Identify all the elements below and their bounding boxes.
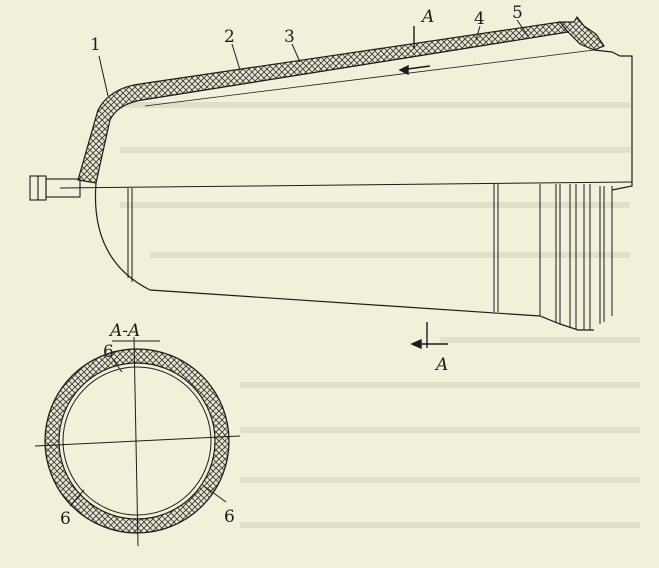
- axis-line: [59, 181, 633, 189]
- body-section-lines: [127, 184, 613, 330]
- leader-lines: [98, 19, 529, 97]
- label-2: 2: [224, 27, 235, 47]
- right-end-face: [593, 49, 633, 191]
- section-marker-top: [398, 26, 431, 76]
- label-6-right: 6: [224, 507, 235, 527]
- label-6-left: 6: [60, 509, 71, 529]
- section-marker-bottom: [410, 322, 448, 350]
- section-mark-bottom: A: [434, 355, 448, 375]
- shaft-stub: [29, 175, 81, 201]
- cross-section-ring: [34, 336, 241, 547]
- background-bleed: [120, 102, 640, 528]
- label-5: 5: [512, 3, 523, 23]
- label-6-top: 6: [103, 342, 114, 362]
- label-3: 3: [284, 27, 295, 47]
- section-mark-top: A: [420, 7, 434, 27]
- lower-profile: [94, 182, 594, 331]
- label-4: 4: [474, 9, 485, 29]
- ring-leader-lines: [69, 357, 227, 507]
- section-title: A-A: [108, 321, 140, 341]
- label-1: 1: [90, 35, 101, 55]
- rim-flange: [558, 15, 605, 51]
